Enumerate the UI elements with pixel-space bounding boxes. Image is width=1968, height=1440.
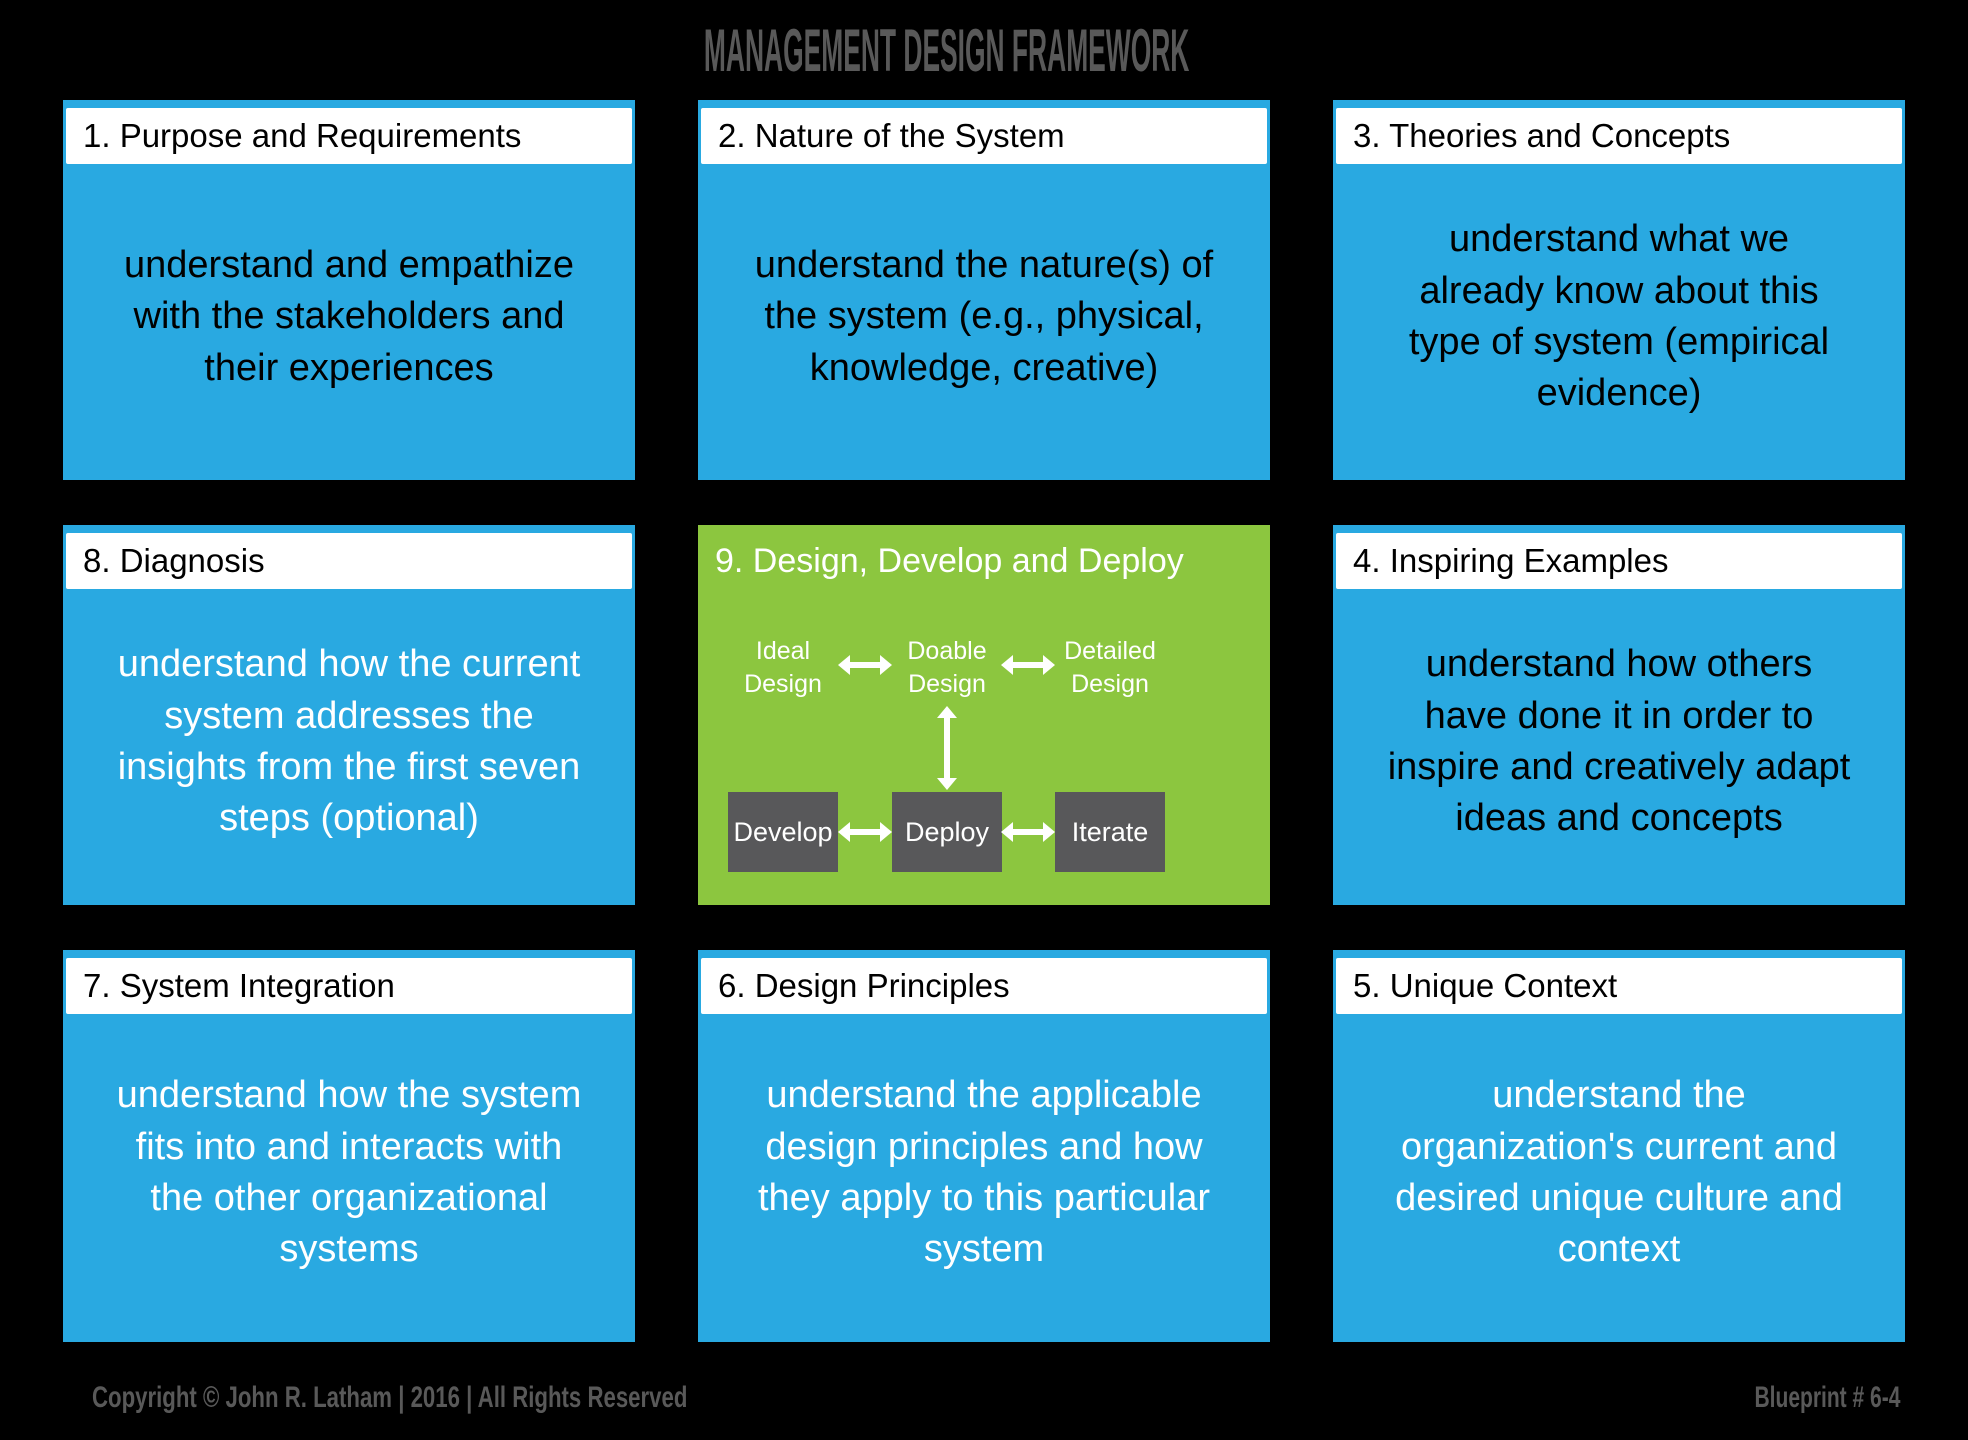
box-step-8-body: understand how the current system addres…	[117, 643, 581, 840]
double-arrow-vertical-icon	[936, 706, 958, 790]
action-box-develop: Develop	[728, 792, 838, 872]
box-step-7-system-integration: 7. System Integration understand how the…	[63, 950, 635, 1342]
blueprint-number-text: Blueprint # 6-4	[1754, 1381, 1900, 1414]
box-step-9-design-develop-deploy: 9. Design, Develop and Deploy Ideal Desi…	[698, 525, 1270, 905]
box-step-2-header: 2. Nature of the System	[701, 108, 1267, 164]
action-box-iterate: Iterate	[1055, 792, 1165, 872]
double-arrow-horizontal-icon	[1001, 654, 1055, 676]
box-step-5-unique-context: 5. Unique Context understand the organiz…	[1333, 950, 1905, 1342]
box-step-6-header: 6. Design Principles	[701, 958, 1267, 1014]
box-step-3-theories-and-concepts: 3. Theories and Concepts understand what…	[1333, 100, 1905, 480]
copyright-text: Copyright © John R. Latham | 2016 | All …	[92, 1381, 688, 1414]
double-arrow-horizontal-icon	[838, 821, 892, 843]
box-step-6-body: understand the applicable design princip…	[757, 1074, 1210, 1271]
double-arrow-horizontal-icon	[1001, 821, 1055, 843]
box-step-8-diagnosis: 8. Diagnosis understand how the current …	[63, 525, 635, 905]
box-step-9-header: 9. Design, Develop and Deploy	[715, 541, 1184, 580]
box-step-1-header: 1. Purpose and Requirements	[66, 108, 632, 164]
box-step-2-body: understand the nature(s) of the system (…	[754, 244, 1214, 389]
page-title: MANAGEMENT DESIGN FRAMEWORK	[0, 16, 1894, 85]
box-step-7-header: 7. System Integration	[66, 958, 632, 1014]
box-step-8-header: 8. Diagnosis	[66, 533, 632, 589]
box-step-7-body: understand how the system fits into and …	[116, 1074, 582, 1271]
box-step-6-design-principles: 6. Design Principles understand the appl…	[698, 950, 1270, 1342]
box-step-3-header: 3. Theories and Concepts	[1336, 108, 1902, 164]
box-step-4-body: understand how others have done it in or…	[1387, 643, 1851, 840]
label-detailed-design: Detailed Design	[1064, 637, 1156, 698]
box-step-3-body: understand what we already know about th…	[1408, 218, 1830, 415]
copyright-notice: Copyright © John R. Latham | 2016 | All …	[92, 1381, 897, 1415]
box-step-1-body: understand and empathize with the stakeh…	[124, 244, 574, 389]
box-step-5-body: understand the organization's current an…	[1395, 1074, 1843, 1271]
box-step-4-header: 4. Inspiring Examples	[1336, 533, 1902, 589]
box-step-1-purpose-and-requirements: 1. Purpose and Requirements understand a…	[63, 100, 635, 480]
box-step-5-header: 5. Unique Context	[1336, 958, 1902, 1014]
page-title-text: MANAGEMENT DESIGN FRAMEWORK	[704, 17, 1190, 84]
design-develop-deploy-diagram: Ideal Design Doable Design Detailed Desi…	[698, 525, 1270, 905]
double-arrow-horizontal-icon	[838, 654, 892, 676]
blueprint-number: Blueprint # 6-4	[1692, 1381, 1900, 1415]
action-box-deploy: Deploy	[892, 792, 1002, 872]
box-step-4-inspiring-examples: 4. Inspiring Examples understand how oth…	[1333, 525, 1905, 905]
label-doable-design: Doable Design	[907, 637, 987, 698]
label-ideal-design: Ideal Design	[744, 637, 822, 698]
box-step-2-nature-of-the-system: 2. Nature of the System understand the n…	[698, 100, 1270, 480]
framework-grid: 1. Purpose and Requirements understand a…	[63, 100, 1905, 1342]
